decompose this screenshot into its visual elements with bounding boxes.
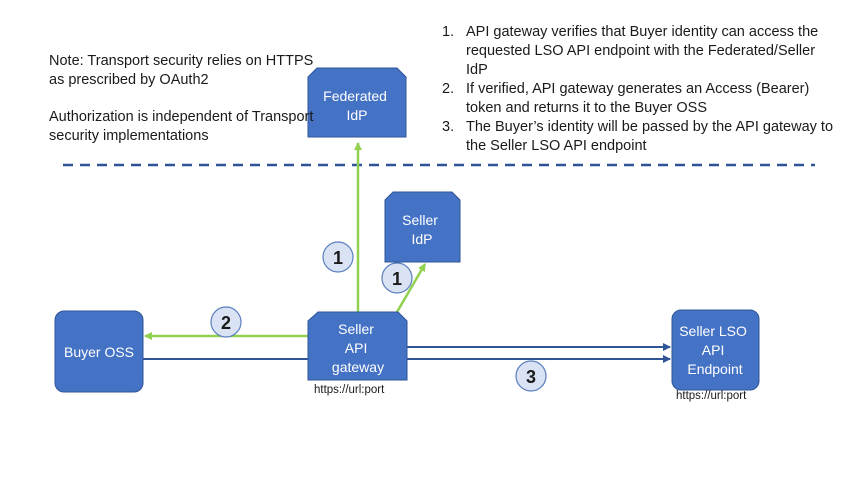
- federated-idp-label-line2: IdP: [346, 107, 367, 123]
- step-number: 3.: [442, 119, 455, 135]
- step-badge-seller-idp: 1: [381, 262, 413, 294]
- gateway-label-line1: Seller: [338, 321, 374, 337]
- gateway-label-line2: API: [345, 340, 368, 356]
- seller-idp-label-line2: IdP: [411, 231, 432, 247]
- seller-idp-node: Seller IdP: [384, 191, 461, 263]
- buyer-oss-node: Buyer OSS: [54, 310, 144, 393]
- svg-text:Seller API gateway: Seller API gateway: [332, 321, 384, 375]
- endpoint-label-line3: Endpoint: [687, 361, 742, 377]
- step-badge-federated-label: 1: [333, 248, 343, 268]
- step-badge-seller-idp-label: 1: [392, 269, 402, 289]
- step-badge-identity-pass: 3: [515, 360, 547, 392]
- seller-idp-label-line1: Seller: [402, 212, 438, 228]
- step-item: 1. API gateway verifies that Buyer ident…: [438, 23, 838, 80]
- endpoint-label-line2: API: [702, 342, 725, 358]
- step-number: 1.: [442, 24, 455, 40]
- seller-api-gateway-node: Seller API gateway: [307, 311, 408, 381]
- svg-text:Seller IdP: Seller IdP: [402, 212, 442, 247]
- step-item: 3. The Buyer’s identity will be passed b…: [438, 118, 838, 156]
- steps-list: 1. API gateway verifies that Buyer ident…: [438, 23, 838, 156]
- step-text: The Buyer’s identity will be passed by t…: [466, 119, 834, 154]
- step-badge-identity-pass-label: 3: [526, 367, 536, 387]
- transport-security-note: Note: Transport security relies on HTTPS…: [49, 52, 319, 164]
- note-transport-text: Note: Transport security relies on HTTPS…: [49, 53, 314, 88]
- seller-idp-arrow: [395, 263, 427, 313]
- gateway-url: https://url:port: [314, 384, 385, 396]
- federated-idp-label-line1: Federated: [323, 88, 387, 104]
- seller-lso-endpoint-node: Seller LSO API Endpoint: [671, 309, 760, 391]
- note-authorization-text: Authorization is independent of Transpor…: [49, 109, 314, 144]
- step-badge-token-return: 2: [210, 306, 242, 338]
- federated-idp-node: Federated IdP: [307, 67, 407, 138]
- step-number: 2.: [442, 81, 455, 97]
- buyer-oss-label: Buyer OSS: [64, 344, 134, 360]
- svg-text:Seller LSO API End: Seller LSO API Endpoint: [679, 323, 751, 377]
- svg-text:Federated IdP: Federated IdP: [323, 88, 391, 123]
- step-badge-token-return-label: 2: [221, 313, 231, 333]
- gateway-label-line3: gateway: [332, 359, 384, 375]
- endpoint-url: https://url:port: [676, 390, 747, 402]
- svg-text:Buyer OSS: Buyer OSS: [64, 344, 134, 360]
- step-text: If verified, API gateway generates an Ac…: [466, 81, 810, 116]
- step-text: API gateway verifies that Buyer identity…: [466, 24, 819, 78]
- endpoint-label-line1: Seller LSO: [679, 323, 747, 339]
- step-badge-federated: 1: [322, 241, 354, 273]
- step-item: 2. If verified, API gateway generates an…: [438, 80, 838, 118]
